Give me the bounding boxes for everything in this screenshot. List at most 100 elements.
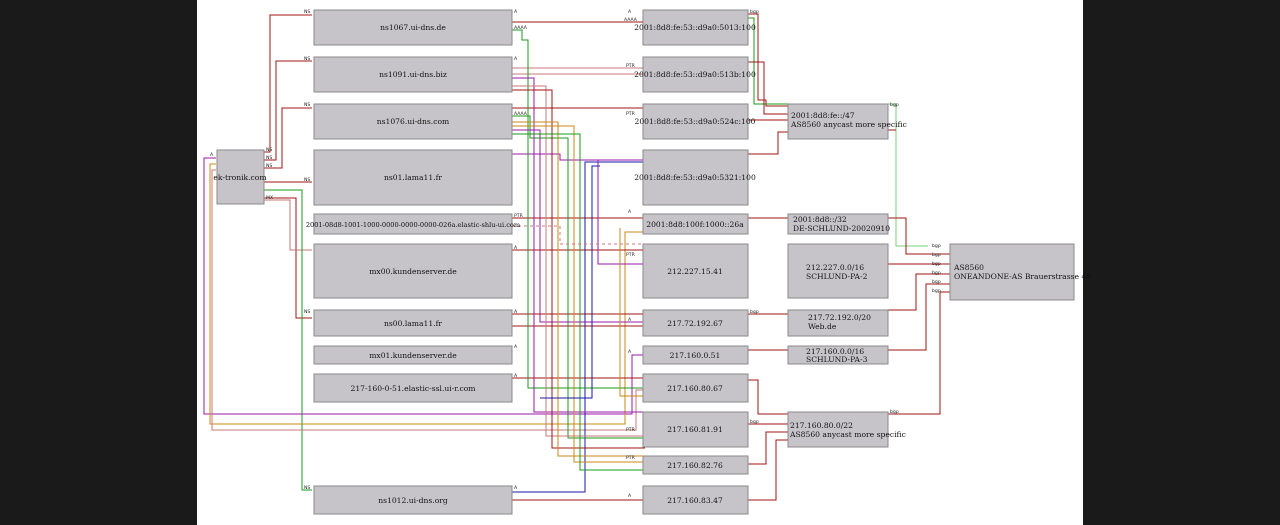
label-ip-217-160-81: 217.160.81.91 [667, 425, 723, 434]
label-pfx-212-2: SCHLUND-PA-2 [806, 272, 868, 281]
port-ns1091-a: A [514, 56, 518, 62]
port-ns1067-a: A [514, 9, 518, 15]
label-pfx-2001-32-2: DE-SCHLUND-20020910 [793, 224, 890, 233]
port-mx01-a: A [514, 344, 518, 350]
node-ip-217-160-80[interactable] [642, 373, 749, 403]
port-ns1091-in: NS [304, 56, 310, 62]
port-pfx80-bgp: bgp [890, 409, 899, 415]
port-ip524c-ptr: PTR [626, 111, 636, 117]
port-as-bgp-4: bgp [932, 270, 941, 276]
port-ip5013-bgp: bgp [750, 9, 759, 15]
node-ip-212[interactable] [642, 243, 749, 299]
node-ip-217-160-81[interactable] [642, 411, 749, 448]
right-letterbox [1083, 0, 1280, 525]
port-ip83-a: A [628, 493, 632, 499]
node-ns1067[interactable] [313, 9, 513, 46]
node-ip-217-160-83[interactable] [642, 485, 749, 515]
label-ip-2001-513b: 2001:8d8:fe:53::d9a0:513b:100 [634, 70, 756, 79]
node-ip-2001-26a[interactable] [642, 213, 749, 235]
edge-ek-ns1091 [264, 60, 312, 161]
edge-pfx32-as [888, 217, 950, 255]
port-ns1067-in: NS [304, 9, 310, 15]
edge-ns1012-blue [512, 161, 645, 493]
port-mx00-a: A [514, 245, 518, 251]
port-ek-mx: MX [266, 195, 273, 201]
label-elastic-217: 217-160-0-51.elastic-ssl.ui-r.com [351, 384, 476, 393]
node-labels: ek-tronik.com ns1067.ui-dns.de ns1091.ui… [213, 23, 1091, 505]
port-pfx47-bgp: bgp [890, 102, 899, 108]
label-as8560-1: AS8560 [953, 263, 984, 272]
edge-ip5013-pfx47 [748, 13, 788, 107]
node-pfx-2001-32[interactable] [787, 213, 889, 235]
edge-ip5013-pfx47-g [748, 17, 788, 105]
node-elastic-217[interactable] [313, 373, 513, 403]
port-ek-ns-3: NS [266, 163, 272, 169]
nodes [216, 9, 1075, 515]
port-ip513b-ptr: PTR [626, 63, 636, 69]
node-ip-2001-5013[interactable] [642, 9, 749, 46]
edge-v-orange-1 [512, 121, 645, 457]
node-as8560[interactable] [949, 243, 1075, 301]
label-ns1012: ns1012.ui-dns.org [378, 496, 448, 505]
port-as-bgp-2: bgp [932, 252, 941, 258]
node-ns1091[interactable] [313, 56, 513, 93]
port-ns1067-aaaa: AAAA [514, 25, 528, 31]
node-ns01-lama[interactable] [313, 149, 513, 206]
edge-pfx21772-as [888, 273, 950, 311]
node-pfx-217-72[interactable] [787, 309, 889, 337]
label-pfx-217-72-1: 217.72.192.0/20 [808, 313, 871, 322]
node-ip-2001-524c[interactable] [642, 103, 749, 140]
edge-ek-ns1076 [264, 107, 312, 169]
label-pfx-217-160-80-2: AS8560 anycast more specific [789, 430, 906, 439]
node-ns1012[interactable] [313, 485, 513, 515]
label-ns01-lama: ns01.lama11.fr [384, 173, 442, 182]
edge-ek-ns1012 [264, 189, 312, 491]
label-ip-2001-5013: 2001:8d8:fe:53::d9a0:5013:100 [634, 23, 756, 32]
node-ip-217-72[interactable] [642, 309, 749, 337]
edge-v-red-1 [512, 89, 645, 449]
node-ip-2001-513b[interactable] [642, 56, 749, 93]
label-pfx-2001-47-2: AS8560 anycast more specific [790, 120, 907, 129]
node-ns00-lama[interactable] [313, 309, 513, 337]
left-letterbox [0, 0, 197, 525]
label-pfx-2001-47-1: 2001:8d8:fe::/47 [791, 111, 855, 120]
port-ns1012-a: A [514, 485, 518, 491]
node-mx00[interactable] [313, 243, 513, 299]
label-ip-2001-26a: 2001:8d8:100f:1000::26a [646, 220, 744, 229]
edge-ek-ns00lama [264, 197, 312, 319]
port-as-bgp-3: bgp [932, 261, 941, 267]
node-pfx-217-160-80[interactable] [787, 411, 889, 448]
node-ip-217-160-0[interactable] [642, 345, 749, 365]
edge-ek-loop-orange [209, 163, 645, 425]
edge-pfx47-as [888, 103, 928, 247]
port-ns00-in: NS [304, 309, 310, 315]
edge-ip82-pfx80 [748, 431, 788, 465]
label-mx01: mx01.kundenserver.de [369, 351, 457, 360]
port-ip81-bgp: bgp [750, 419, 759, 425]
edge-ek-mx00 [264, 199, 312, 251]
port-elastic-a: A [514, 373, 518, 379]
node-ek-tronik[interactable] [216, 149, 265, 205]
port-ns00-a: A [514, 309, 518, 315]
edge-v-green-2 [512, 115, 645, 439]
node-ns1076[interactable] [313, 103, 513, 140]
edge-v-blue-1 [540, 165, 600, 399]
label-pfx-217-160-0-1: 217.160.0.0/16 [806, 347, 864, 356]
port-ip21772-bgp: bgp [750, 309, 759, 315]
edge-ek-loop-pink [211, 169, 645, 431]
node-pfx-2001-47[interactable] [787, 103, 889, 140]
port-ek-ns-1: NS [266, 147, 272, 153]
label-pfx-217-160-80-1: 217.160.80.0/22 [790, 421, 853, 430]
node-ip-217-160-82[interactable] [642, 455, 749, 475]
node-ipv6-shared[interactable] [313, 213, 513, 235]
edge-v-orange-3 [619, 228, 645, 397]
label-ip-212: 212.227.15.41 [667, 267, 723, 276]
label-ip-217-160-83: 217.160.83.47 [667, 496, 723, 505]
node-pfx-212[interactable] [787, 243, 889, 299]
port-ip212-ptr: PTR [626, 252, 636, 258]
node-pfx-217-160-0[interactable] [787, 345, 889, 365]
node-ip-2001-5321[interactable] [642, 149, 749, 206]
node-mx01[interactable] [313, 345, 513, 365]
label-ip-217-160-0: 217.160.0.51 [670, 351, 721, 360]
edge-ns01-ip5321 [512, 153, 645, 161]
